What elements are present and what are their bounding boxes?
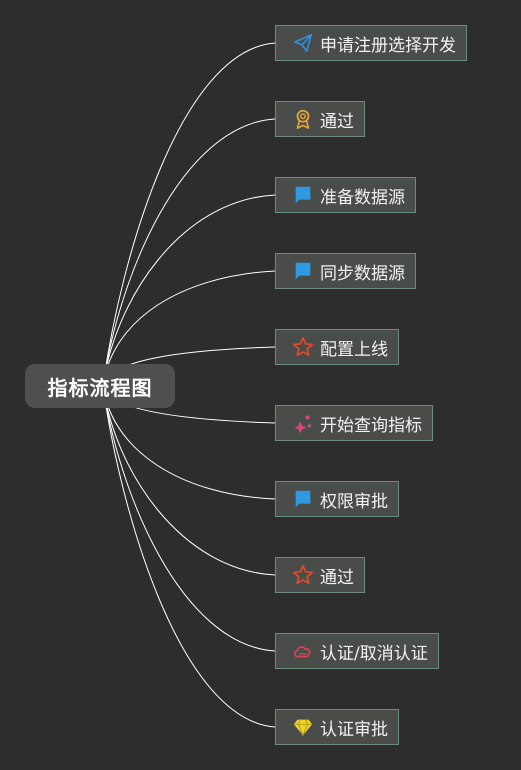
- edge-9: [102, 385, 276, 652]
- node-permission-approval[interactable]: 权限审批: [275, 481, 399, 517]
- paper-plane-icon: [292, 32, 314, 54]
- edge-3: [102, 194, 276, 387]
- star-outline-icon: [292, 336, 314, 358]
- cloud-icon: [292, 640, 314, 662]
- star-outline-icon: [292, 564, 314, 586]
- flag-icon: [292, 260, 314, 282]
- node-label: 认证/取消认证: [320, 643, 428, 664]
- diamond-icon: [292, 716, 314, 738]
- root-node[interactable]: 指标流程图: [25, 364, 175, 408]
- node-start-query[interactable]: 开始查询指标: [275, 405, 433, 441]
- node-certify-cancel[interactable]: 认证/取消认证: [275, 633, 439, 669]
- node-apply-register[interactable]: 申请注册选择开发: [275, 25, 467, 61]
- node-sync-datasource[interactable]: 同步数据源: [275, 253, 416, 289]
- edge-7: [102, 385, 276, 500]
- node-label: 申请注册选择开发: [320, 35, 456, 56]
- edge-4: [102, 270, 276, 387]
- node-label: 同步数据源: [320, 263, 405, 284]
- root-node-label: 指标流程图: [47, 375, 153, 400]
- node-label: 通过: [320, 111, 354, 132]
- edge-1: [102, 42, 276, 387]
- node-prepare-datasource[interactable]: 准备数据源: [275, 177, 416, 213]
- flag-icon: [292, 488, 314, 510]
- sparkle-icon: [292, 412, 314, 434]
- node-certify-approval[interactable]: 认证审批: [275, 709, 399, 745]
- node-label: 认证审批: [320, 719, 388, 740]
- node-label: 开始查询指标: [320, 415, 422, 436]
- edge-8: [102, 385, 276, 576]
- flag-icon: [292, 184, 314, 206]
- node-label: 通过: [320, 567, 354, 588]
- edge-2: [102, 118, 276, 387]
- node-label: 权限审批: [320, 491, 388, 512]
- node-config-online[interactable]: 配置上线: [275, 329, 399, 365]
- node-approved-2[interactable]: 通过: [275, 557, 365, 593]
- node-label: 配置上线: [320, 339, 388, 360]
- edge-10: [102, 385, 276, 728]
- node-label: 准备数据源: [320, 187, 405, 208]
- award-medal-icon: [292, 108, 314, 130]
- node-approved[interactable]: 通过: [275, 101, 365, 137]
